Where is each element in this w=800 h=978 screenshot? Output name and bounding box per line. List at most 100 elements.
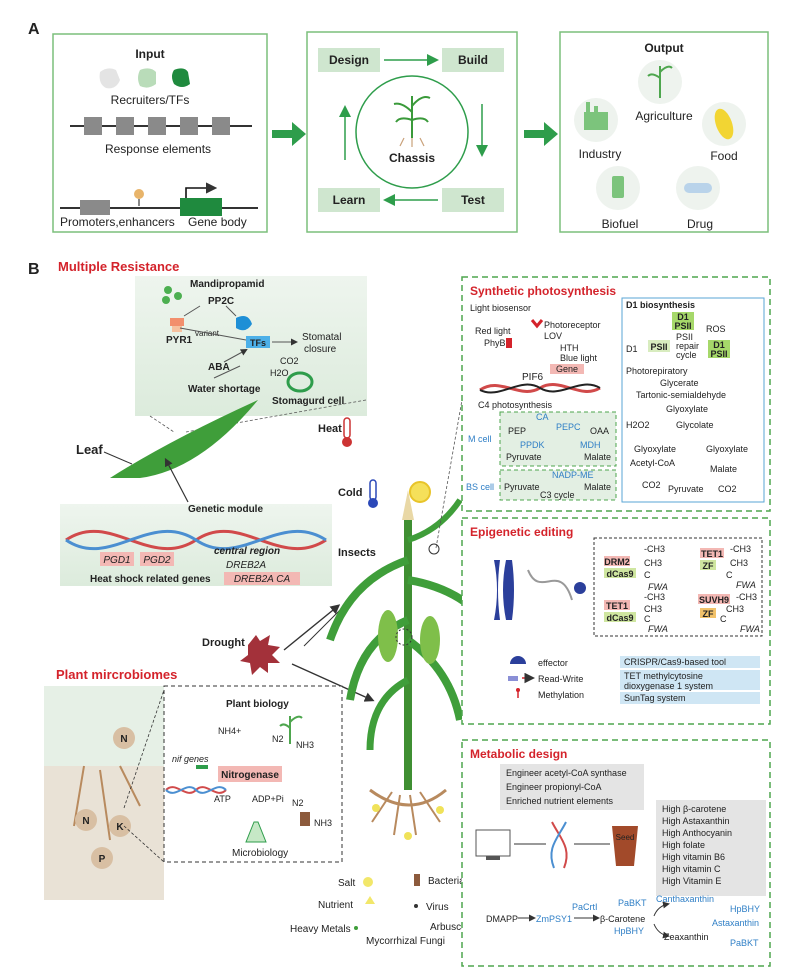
tfs-box (246, 336, 270, 348)
transcription-arrow-icon (185, 182, 218, 198)
oaa-label: OAA (590, 426, 609, 436)
h2o-label: H2O (270, 368, 289, 378)
agriculture-label: Agriculture (635, 109, 693, 123)
ch3-label: -CH3 (736, 592, 757, 602)
sun-icon (409, 481, 431, 503)
nutrient-item: High β-carotene (662, 804, 726, 814)
mandipropamid-label: Mandipropamid (190, 279, 264, 290)
effector-icon (510, 656, 526, 664)
n2b-label: N2 (292, 798, 304, 808)
methylation-label: Methylation (538, 690, 584, 700)
effector-label: effector (538, 658, 568, 668)
fwa-label: FWA (740, 624, 760, 634)
pabkt-label: PaBKT (618, 898, 647, 908)
malate-label: Malate (584, 452, 611, 462)
photosynthesis-title: Synthetic photosynthesis (470, 284, 616, 298)
ch3b-label: CH3 (730, 558, 748, 568)
gene-label: Gene (556, 364, 578, 374)
co2-label: CO2 (280, 356, 299, 366)
drought-label: Drought (202, 637, 245, 649)
canthaxanthin-label: Canthaxanthin (656, 894, 714, 904)
promoters-label: Promoters,enhancers (60, 215, 175, 229)
pp2c-shape (236, 316, 252, 331)
glycolate-label: Glycolate (676, 420, 714, 430)
pabkt2-label: PaBKT (730, 938, 759, 948)
virus-label: Virus (426, 902, 449, 913)
c-label: C (644, 570, 651, 580)
test-label: Test (461, 193, 485, 207)
resistance-title: Multiple Resistance (58, 259, 179, 274)
photorespiratory-label: Photorepiratory (626, 366, 688, 376)
gene-body-label: Gene body (188, 215, 247, 229)
astaxanthin-label: Astaxanthin (712, 918, 759, 928)
output-title: Output (644, 41, 683, 55)
c3-label: C3 cycle (540, 490, 575, 500)
nutrient-item: High vitamin C (662, 864, 721, 874)
drought-icon (240, 635, 280, 675)
water-shortage-label: Water shortage (188, 384, 261, 395)
zmpsy1-label: ZmPSY1 (536, 914, 572, 924)
glyoxylate3-label: Glyoxylate (706, 444, 748, 454)
input-title: Input (135, 47, 164, 61)
stomatal-label: Stomatal (302, 332, 341, 343)
heavy-metals-label: Heavy Metals (290, 924, 351, 935)
malate3-label: Malate (710, 464, 737, 474)
flask-icon (245, 821, 267, 843)
nutrient-k-label: K (116, 822, 124, 833)
red-light-label: Red light (475, 326, 511, 336)
central-region-label: central region (214, 546, 280, 557)
leaf-label: Leaf (76, 442, 103, 457)
photoreceptor-icon (530, 319, 544, 329)
recruiter-shape-1 (99, 68, 120, 89)
legend: Salt Bacteria Nutrient Virus Heavy Metal… (290, 874, 478, 947)
recruiter-shape-2 (138, 68, 156, 88)
stomagurd-label: Stomagurd cell (272, 396, 344, 407)
recruiters-label: Recruiters/TFs (111, 93, 190, 107)
m-cell-label: M cell (468, 434, 492, 444)
input-box: Input Recruiters/TFs Response elements P… (52, 33, 268, 233)
fwa-label: FWA (648, 582, 668, 592)
closure-label: closure (304, 344, 337, 355)
tfs-label: TFs (250, 338, 266, 348)
metabolic-title: Metabolic design (470, 747, 567, 761)
lov-label: LOV (544, 331, 562, 341)
heat-icon (342, 417, 352, 447)
insects-label: Insects (338, 547, 376, 559)
stomatal-inset: Mandipropamid PP2C PYR1 variant TFs ABA … (135, 276, 367, 416)
leaf-shape (110, 400, 258, 478)
build-label: Build (458, 53, 488, 67)
biofuel-icon (612, 176, 624, 198)
eng3-label: Enriched nutrient elements (506, 796, 614, 806)
response-element (116, 117, 134, 135)
plant-biology-label: Plant biology (226, 699, 289, 710)
ch3-label: -CH3 (644, 544, 665, 554)
eng2-label: Engineer propionyl-CoA (506, 782, 602, 792)
nutrient-item: High Anthocyanin (662, 828, 732, 838)
corn-icon (714, 108, 734, 140)
co2b-label: CO2 (718, 484, 737, 494)
metabolic-box: Metabolic design Engineer acetyl-CoA syn… (461, 739, 771, 967)
ca-label: CA (536, 412, 549, 422)
atp-label: ATP (214, 794, 231, 804)
response-element (180, 117, 198, 135)
build-step (442, 48, 504, 72)
drm2-label: DRM2 (604, 557, 630, 567)
seedling-icon (393, 96, 431, 138)
tartonic-label: Tartonic-semialdehyde (636, 390, 726, 400)
eng1-label: Engineer acetyl-CoA synthase (506, 768, 627, 778)
ppdk-label: PPDK (520, 440, 545, 450)
malate2-label: Malate (584, 482, 611, 492)
glyoxylate2-label: Glyoxylate (634, 444, 676, 454)
zeaxanthin-label: Zeaxanthin (664, 932, 709, 942)
genetic-module: Genetic module PGD1 PGD2 central region … (60, 504, 332, 586)
chassis-circle (355, 75, 469, 189)
hpbhy-label: HpBHY (730, 904, 760, 914)
psii-label: PSII (676, 332, 693, 342)
seed-icon (612, 826, 638, 866)
photoreceptor-label: Photoreceptor (544, 320, 601, 330)
arbuscular-label: Arbuscular (430, 922, 478, 933)
pgd1-label: PGD1 (103, 555, 130, 566)
tool3-label: SunTag system (624, 693, 686, 703)
promoter-block (80, 200, 110, 215)
